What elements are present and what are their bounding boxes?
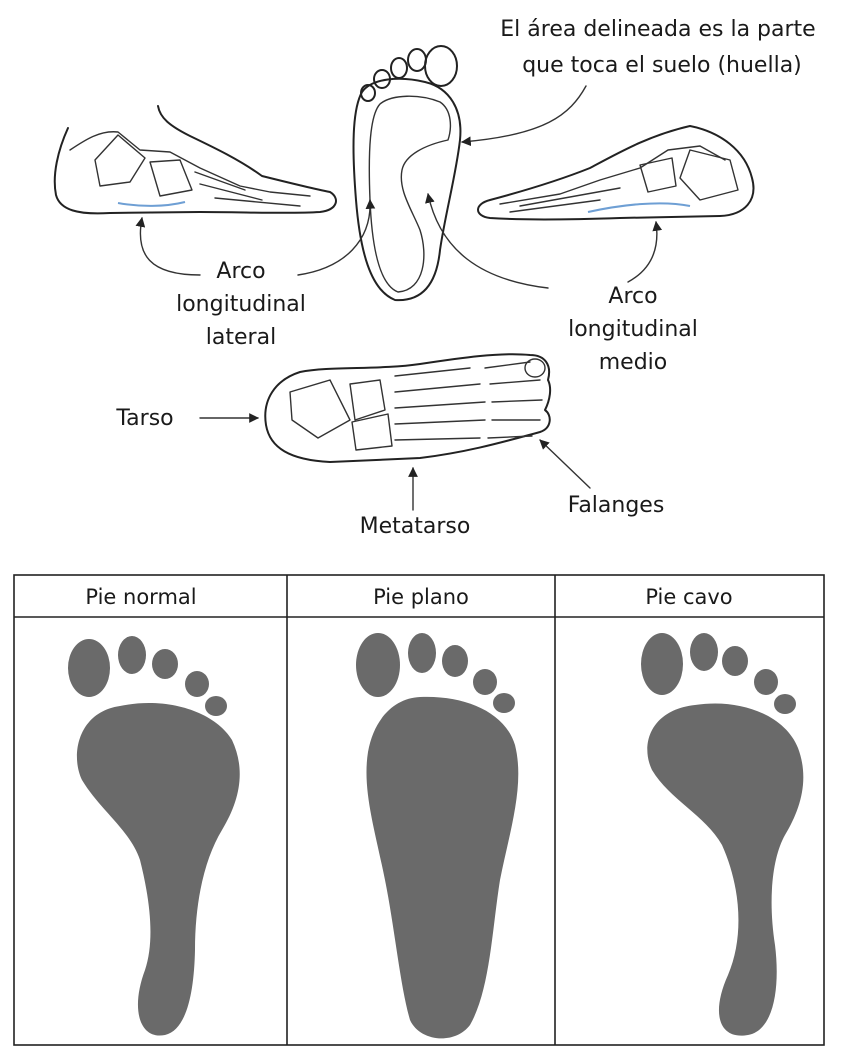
medial-foot-bones (500, 146, 725, 204)
cavus-toe-2 (690, 633, 718, 671)
normal-footprint (68, 636, 240, 1036)
lateral-arch-label-line1: Arco (216, 259, 265, 284)
normal-toe-3 (152, 649, 178, 679)
flat-toe-3 (442, 645, 468, 677)
tarsus-label: Tarso (115, 406, 173, 431)
flat-sole (366, 697, 518, 1039)
cavus-sole (647, 703, 803, 1035)
callout-text-line1: El área delineada es la parte (500, 17, 815, 42)
medial-arch-label-line1: Arco (608, 284, 657, 309)
plantar-view-foot (354, 46, 461, 300)
medial-calcaneus (680, 150, 738, 200)
cavus-footprint (641, 633, 803, 1036)
phalanges-arrow (540, 440, 590, 488)
normal-toe-2 (118, 636, 146, 674)
skeletal-foot-outline (265, 354, 550, 462)
medial-arch-arrow (628, 222, 657, 282)
lateral-arch-highlight (118, 202, 185, 206)
flat-footprint (356, 633, 518, 1038)
normal-toe-4 (185, 671, 209, 697)
flat-toe-4 (473, 669, 497, 695)
flat-toe-5 (493, 693, 515, 713)
footprint-comparison-table: Pie normal Pie plano Pie cavo (14, 575, 824, 1045)
lateral-calcaneus (95, 135, 145, 186)
lateral-cuboid (150, 160, 192, 196)
metatarsal-bones (395, 368, 485, 440)
lateral-to-sole-arrow (298, 200, 370, 275)
cavus-big-toe (641, 633, 683, 695)
header-flat-foot: Pie plano (373, 585, 469, 609)
callout-arrow (462, 86, 586, 142)
normal-toe-5 (205, 696, 227, 716)
hallux-tip (525, 359, 545, 377)
flat-big-toe (356, 633, 400, 697)
normal-big-toe (68, 639, 110, 697)
header-cavus-foot: Pie cavo (645, 585, 732, 609)
metatarsus-label: Metatarso (360, 514, 471, 539)
lateral-view-foot (55, 106, 336, 213)
callout-text-line2: que toca el suelo (huella) (522, 53, 802, 78)
lateral-arch-label-line2: longitudinal (176, 292, 306, 317)
toe-2 (408, 49, 426, 71)
flat-toe-2 (408, 633, 436, 673)
lateral-metatarsals (195, 172, 300, 206)
header-normal-foot: Pie normal (85, 585, 196, 609)
normal-sole (77, 703, 240, 1036)
toe-3 (391, 58, 407, 78)
phalanges-label: Falanges (568, 493, 665, 518)
lateral-arch-arrow (140, 218, 200, 275)
navicular-bone (350, 380, 385, 420)
medial-to-sole-arrow (428, 194, 548, 288)
medial-arch-highlight (588, 203, 690, 212)
phalanx-bones (485, 362, 542, 438)
medial-view-foot (478, 126, 753, 220)
medial-foot-outline (478, 126, 753, 220)
lateral-foot-outline (55, 106, 336, 213)
cavus-toe-3 (722, 646, 748, 676)
big-toe (425, 46, 457, 86)
medial-arch-label-line3: medio (599, 350, 668, 375)
medial-arch-label-line2: longitudinal (568, 317, 698, 342)
lateral-arch-label-line3: lateral (206, 325, 276, 350)
cavus-toe-5 (774, 694, 796, 714)
skeletal-foot-dorsal (265, 354, 550, 462)
talus-bone (290, 380, 350, 438)
medial-navicular (640, 158, 676, 192)
cavus-toe-4 (754, 669, 778, 695)
